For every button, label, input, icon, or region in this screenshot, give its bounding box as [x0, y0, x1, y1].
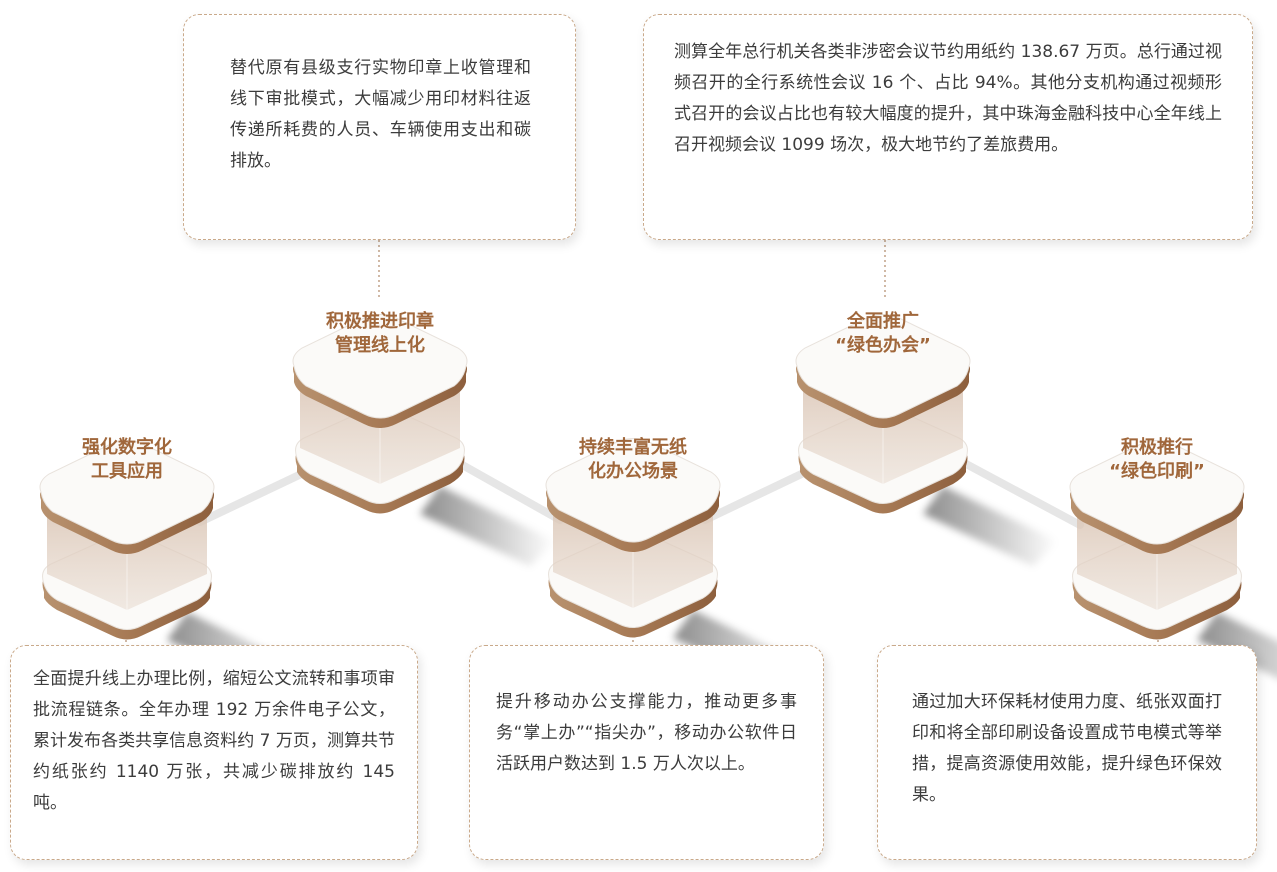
node-label-line1: 强化数字化: [82, 437, 172, 458]
node-label-line1: 积极推行: [1121, 437, 1193, 458]
node-label-line2: 管理线上化: [335, 335, 425, 356]
card-digital-text: 全面提升线上办理比例，缩短公文流转和事项审批流程链条。全年办理 192 万余件电…: [33, 669, 395, 813]
card-paperless-text: 提升移动办公支撑能力，推动更多事务“掌上办”“指尖办”，移动办公软件日活跃用户数…: [496, 692, 797, 774]
node-label-line2: “绿色办会”: [835, 335, 931, 356]
node-label-line1: 积极推进印章: [326, 311, 434, 332]
card-printing: 通过加大环保耗材使用力度、纸张双面打印和将全部印刷设备设置成节电模式等举措，提高…: [877, 645, 1257, 860]
card-meeting: 测算全年总行机关各类非涉密会议节约用纸约 138.67 万页。总行通过视频召开的…: [643, 14, 1253, 240]
node-label-line1: 全面推广: [847, 311, 919, 332]
node-label-paperless: 持续丰富无纸 化办公场景: [553, 436, 713, 484]
card-seal-text: 替代原有县级支行实物印章上收管理和线下审批模式，大幅减少用印材料往返传递所耗费的…: [230, 58, 531, 171]
card-paperless: 提升移动办公支撑能力，推动更多事务“掌上办”“指尖办”，移动办公软件日活跃用户数…: [469, 645, 824, 860]
node-label-meeting: 全面推广 “绿色办会”: [803, 310, 963, 358]
node-label-line2: 化办公场景: [588, 461, 678, 482]
card-digital: 全面提升线上办理比例，缩短公文流转和事项审批流程链条。全年办理 192 万余件电…: [10, 645, 418, 860]
node-label-line2: 工具应用: [91, 461, 163, 482]
node-label-line1: 持续丰富无纸: [579, 437, 687, 458]
leader-lines: [125, 240, 1159, 645]
card-meeting-text: 测算全年总行机关各类非涉密会议节约用纸约 138.67 万页。总行通过视频召开的…: [674, 42, 1222, 155]
node-label-digital: 强化数字化 工具应用: [57, 436, 197, 484]
card-printing-text: 通过加大环保耗材使用力度、纸张双面打印和将全部印刷设备设置成节电模式等举措，提高…: [912, 692, 1222, 805]
card-seal: 替代原有县级支行实物印章上收管理和线下审批模式，大幅减少用印材料往返传递所耗费的…: [183, 14, 576, 240]
node-label-seal: 积极推进印章 管理线上化: [300, 310, 460, 358]
node-label-line2: “绿色印刷”: [1109, 461, 1205, 482]
node-label-printing: 积极推行 “绿色印刷”: [1077, 436, 1237, 484]
